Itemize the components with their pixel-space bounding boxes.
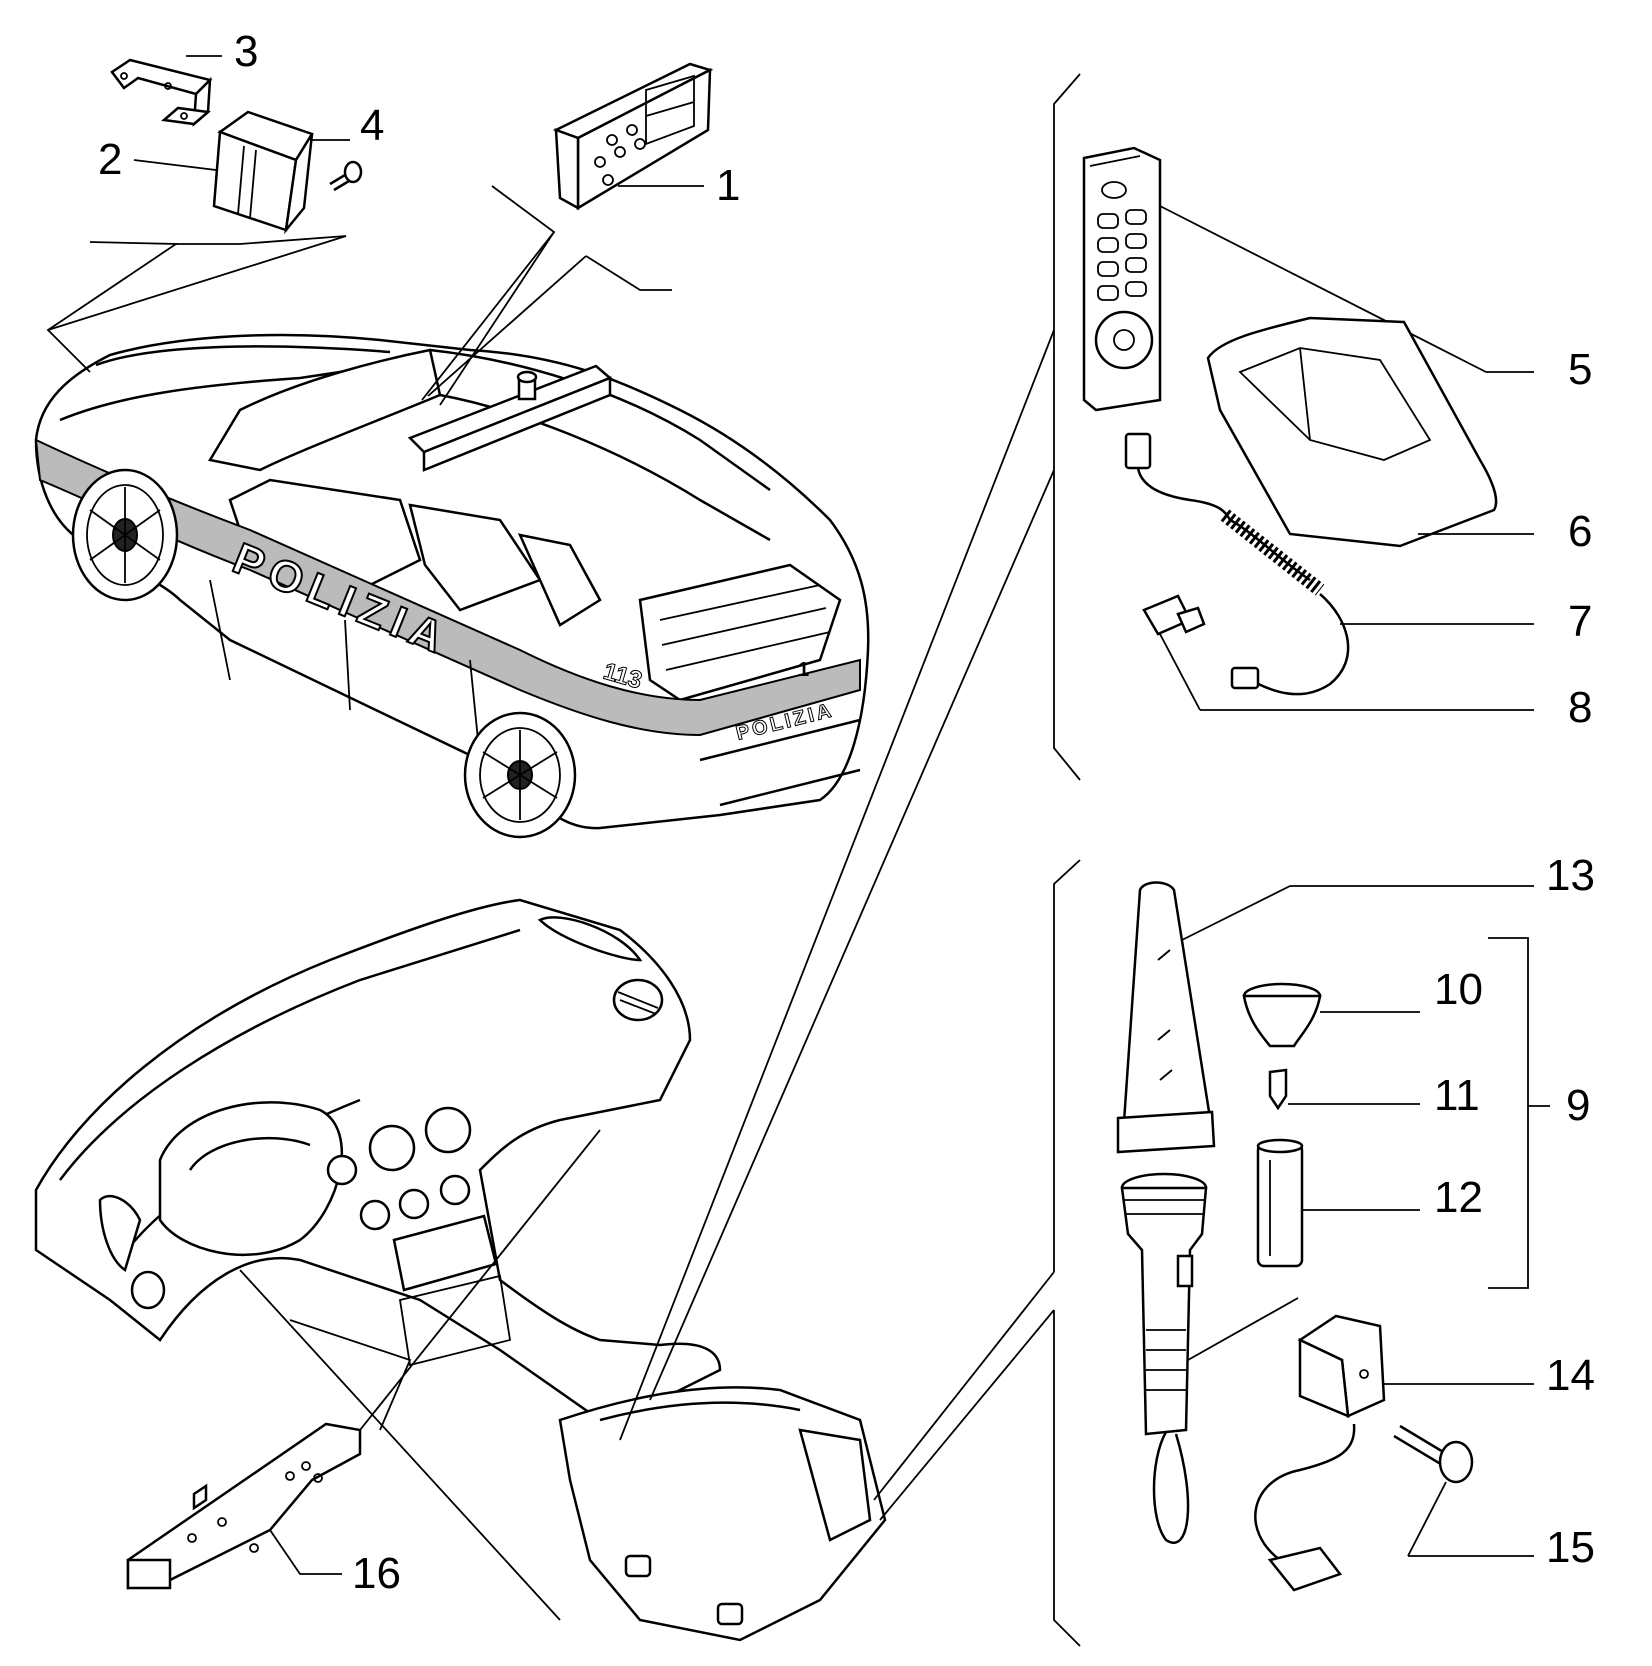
- callout-6: 6: [1568, 507, 1592, 556]
- callout-9: 9: [1566, 1081, 1590, 1130]
- group-9-bracket: [1488, 937, 1550, 1289]
- part-13-cone: [1116, 881, 1534, 1154]
- callout-11: 11: [1434, 1071, 1480, 1120]
- part-14-clip: [1254, 1314, 1534, 1592]
- section-leader-lines: [359, 73, 1081, 1647]
- callout-8: 8: [1568, 683, 1592, 732]
- callout-3: 3: [234, 27, 258, 76]
- part-2-module: [212, 110, 314, 235]
- callout-13: 13: [1546, 851, 1595, 900]
- part-7-coiled-cable: [1124, 432, 1534, 696]
- part-16-mounting-plate: [126, 1422, 362, 1590]
- part-15-bolt: [1393, 1424, 1534, 1557]
- part-1-control-panel: [552, 62, 714, 211]
- part-8-plug: [1142, 594, 1534, 711]
- callout-10: 10: [1434, 965, 1483, 1014]
- part-12-battery: [1256, 1138, 1420, 1268]
- flashlight-body: [1120, 1172, 1299, 1544]
- front-wheel: [71, 468, 179, 602]
- callout-15: 15: [1546, 1523, 1595, 1572]
- car-leader-lines: [46, 185, 672, 406]
- part-5-remote: [1082, 146, 1534, 412]
- callout-16: 16: [352, 1549, 401, 1598]
- part-3-bracket: [110, 58, 213, 127]
- roof-light-bar: [407, 364, 613, 472]
- callout-labels: 1 2 3 4 5 6 7 8 9 10 11 12 13 14 15 16: [98, 27, 1595, 1598]
- dashboard-illustration: [34, 898, 887, 1642]
- callout-14: 14: [1546, 1351, 1595, 1400]
- police-car-illustration: POLIZIA POLIZIA 113 1: [34, 333, 870, 839]
- part-4-screw: [329, 160, 363, 192]
- car-rear-badge: 1: [798, 659, 809, 681]
- callout-2: 2: [98, 135, 122, 184]
- callout-1: 1: [716, 161, 740, 210]
- callout-5: 5: [1568, 345, 1592, 394]
- part-10-lens-cap: [1242, 982, 1420, 1048]
- callout-12: 12: [1434, 1173, 1483, 1222]
- callout-4: 4: [360, 101, 384, 150]
- callout-7: 7: [1568, 597, 1592, 646]
- rear-wheel: [463, 711, 577, 839]
- part-6-holder: [1206, 316, 1534, 548]
- part-11-bulb: [1268, 1068, 1420, 1111]
